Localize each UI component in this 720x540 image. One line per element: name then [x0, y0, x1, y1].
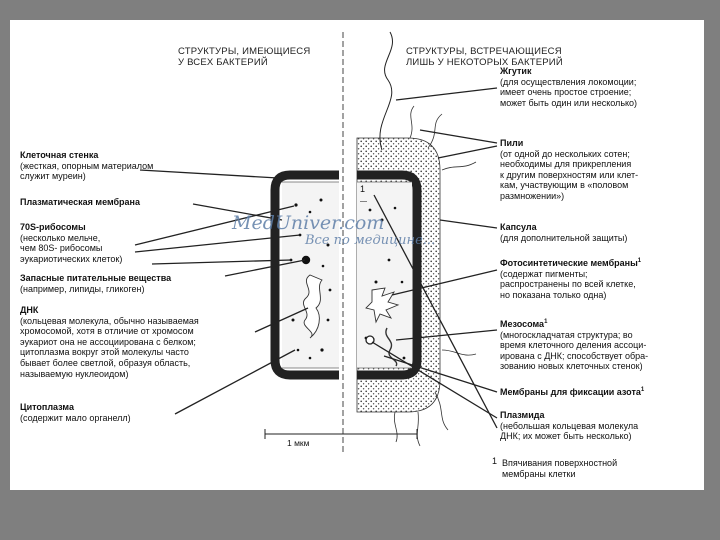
label-desc: (содержит мало органелл) [20, 413, 131, 424]
diagram-sheet: 1 — [10, 20, 704, 490]
label-title: Мембраны для фиксации азота1 [500, 385, 644, 398]
footnote-marker: 1 [544, 319, 547, 325]
label-reserves: Запасные питательные вещества (например,… [20, 273, 171, 294]
label-desc: (небольшая кольцевая молекула ДНК; их мо… [500, 421, 638, 442]
label-ribosomes: 70S-рибосомы (несколько мельче, чем 80S-… [20, 222, 122, 264]
label-capsule: Капсула (для дополнительной защиты) [500, 222, 627, 243]
label-title: ДНК [20, 305, 199, 316]
label-pili: Пили (от одной до нескольких сотен; необ… [500, 138, 638, 202]
label-mesosome: Мезосома1 (многоскладчатая структура; во… [500, 317, 648, 372]
label-desc: (несколько мельче, чем 80S- рибосомы эук… [20, 233, 122, 265]
svg-text:1: 1 [360, 184, 365, 194]
watermark-line-2: Все по медицине... [305, 233, 435, 248]
label-desc: (для осуществления локомоции; имеет очен… [500, 77, 637, 109]
label-cell-wall: Клеточная стенка (жесткая, опорным матер… [20, 150, 153, 182]
label-title: Мезосома1 [500, 317, 648, 330]
label-membrane: Плазматическая мембрана [20, 197, 140, 208]
footnote-text: Впячивания поверхностной мембраны клетки [502, 458, 617, 479]
label-title: Запасные питательные вещества [20, 273, 171, 284]
label-desc: (жесткая, опорным материалом служит муре… [20, 161, 153, 182]
label-desc: (многоскладчатая структура; во время кле… [500, 330, 648, 372]
label-title: Пили [500, 138, 638, 149]
label-title-text: Мембраны для фиксации азота [500, 387, 641, 397]
footnote-marker-bottom: 1 [492, 456, 497, 467]
label-title-text: Мезосома [500, 319, 544, 329]
label-title: Капсула [500, 222, 627, 233]
footnote-marker: 1 [638, 258, 641, 264]
svg-text:—: — [360, 198, 367, 205]
cytoplasm-right [357, 182, 412, 368]
flagellum-shape [380, 32, 393, 150]
label-title: Жгутик [500, 66, 637, 77]
label-title: 70S-рибосомы [20, 222, 122, 233]
label-plasmid: Плазмида (небольшая кольцевая молекула Д… [500, 410, 638, 442]
watermark-line-1: MedUniver.com [232, 212, 384, 234]
label-desc: (кольцевая молекула, обычно называемая х… [20, 316, 199, 380]
scale-label: 1 мкм [287, 438, 310, 448]
label-title: Плазматическая мембрана [20, 197, 140, 208]
label-nitrogen-membranes: Мембраны для фиксации азота1 [500, 385, 644, 398]
label-dna: ДНК (кольцевая молекула, обычно называем… [20, 305, 199, 379]
label-flagellum: Жгутик (для осуществления локомоции; име… [500, 66, 637, 108]
label-title-text: Фотосинтетические мембраны [500, 258, 638, 268]
label-desc: (от одной до нескольких сотен; необходим… [500, 149, 638, 202]
label-title: Клеточная стенка [20, 150, 153, 161]
label-title: Фотосинтетические мембраны1 [500, 256, 641, 269]
label-desc: (содержат пигменты; распространены по вс… [500, 269, 641, 301]
label-desc: (например, липиды, гликоген) [20, 284, 171, 295]
label-desc: (для дополнительной защиты) [500, 233, 627, 244]
right-column-header: СТРУКТУРЫ, ВСТРЕЧАЮЩИЕСЯ ЛИШЬ У НЕКОТОРЫ… [406, 46, 563, 68]
label-title: Плазмида [500, 410, 638, 421]
left-column-header: СТРУКТУРЫ, ИМЕЮЩИЕСЯ У ВСЕХ БАКТЕРИЙ [178, 46, 310, 68]
footnote-marker: 1 [641, 387, 644, 393]
label-cytoplasm: Цитоплазма (содержит мало органелл) [20, 402, 131, 423]
label-photosynthetic-membranes: Фотосинтетические мембраны1 (содержат пи… [500, 256, 641, 300]
label-title: Цитоплазма [20, 402, 131, 413]
